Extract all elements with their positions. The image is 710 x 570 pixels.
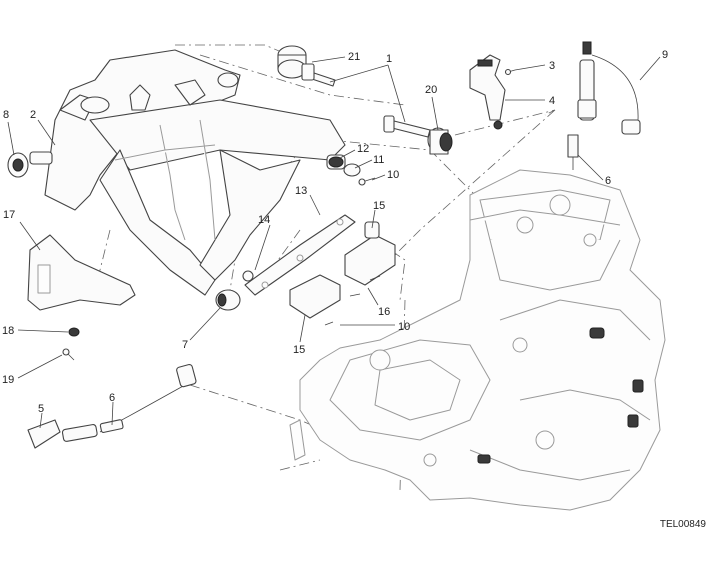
callout-13: 13 [295,185,307,197]
frame-assembly [29,49,346,296]
callout-15-upper: 15 [373,200,385,212]
part-6-spark-plug [567,134,579,170]
callout-15-lower: 15 [293,344,305,356]
callout-14: 14 [258,214,270,226]
part-12-bushing [326,154,346,170]
part-18-fastener [68,327,80,337]
part-21-bushing [277,45,307,79]
part-15-control-unit-upper [344,221,396,286]
part-1-bolt [383,115,431,138]
callout-20: 20 [425,84,437,96]
callout-7: 7 [182,339,188,351]
callout-8: 8 [3,109,9,121]
callout-6-upper: 6 [605,175,611,187]
callout-labels: 21 1 3 4 9 8 2 20 12 11 10 6 13 14 15 17… [2,49,668,415]
part-3-screw [504,68,516,76]
part-8-grommet [7,152,29,178]
callout-2: 2 [30,109,36,121]
callout-17: 17 [3,209,15,221]
callout-19: 19 [2,374,14,386]
part-14-grommet [242,270,254,282]
part-4-bracket [469,54,506,130]
callout-10-lower: 10 [398,321,410,333]
part-6-spark-plug-lower [99,419,124,433]
callout-12: 12 [357,143,369,155]
part-9-ignition-coil [577,41,641,135]
callout-10-upper: 10 [387,169,399,181]
part-13-bracket [244,214,356,296]
callout-18: 18 [2,325,14,337]
callout-4: 4 [549,95,555,107]
part-15-control-unit-lower [289,274,341,319]
leader-lines [7,56,661,429]
callout-16: 16 [378,306,390,318]
callout-3: 3 [549,60,555,72]
part-20-bushing [427,127,453,155]
callout-11: 11 [373,154,384,166]
callout-6-lower: 6 [109,392,115,404]
part-21-bolt [301,63,336,87]
reference-code: TEL00849 [659,519,706,530]
part-16-screws [324,275,381,326]
engine-block [289,169,666,511]
callout-1: 1 [386,53,392,65]
part-10-screw [358,177,376,186]
callout-21: 21 [348,51,360,63]
part-11-washer [343,163,361,177]
part-7-bushing [215,289,241,311]
part-5-ignition-cable [27,363,197,449]
part-19-screw [62,348,75,361]
part-17-bracket [27,234,136,311]
callout-9: 9 [662,49,668,61]
callout-5: 5 [38,403,44,415]
